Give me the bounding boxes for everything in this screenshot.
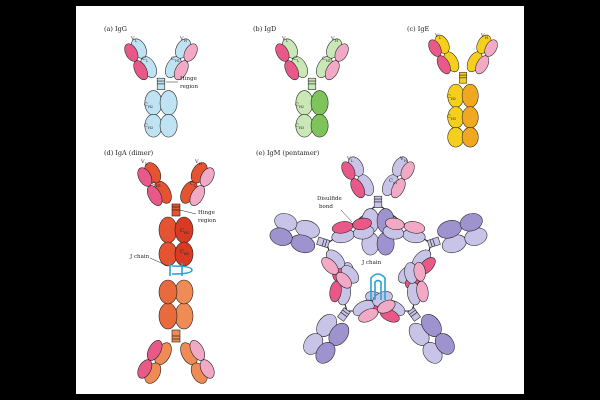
igg-ch3-sub: H3	[148, 126, 153, 130]
iga-ch1-sub: H1	[156, 184, 161, 188]
igm-cm1-sub: μ1	[393, 181, 397, 185]
iga-ch2-sub: H2	[184, 231, 189, 235]
ige-vh-sub: H	[485, 36, 488, 40]
igg-region-label: region	[180, 84, 198, 90]
iga-ch3-sub: H3	[184, 252, 189, 256]
iga-vh-sub: H	[199, 162, 202, 166]
igd-ch3-sub: H3	[299, 126, 304, 130]
igg-vh-sub: H	[184, 39, 187, 43]
ige-ch2-sub: H2	[451, 97, 456, 101]
panel-label-igd: (b) IgD	[253, 25, 276, 33]
igg-ch2-sub: H2	[148, 105, 153, 109]
igm-jchain-label: J chain	[361, 260, 382, 266]
igd-vh-sub: H	[335, 39, 338, 43]
iga-hinge-label: Hinge	[198, 210, 215, 216]
igd-ch1-sub: H1	[326, 59, 331, 63]
igg-hinge-label: Hinge	[180, 76, 197, 82]
igm-vh-sub: H	[404, 159, 407, 163]
igd-ch2-sub: H2	[299, 105, 304, 109]
igm-disulfide-label: Disulfide	[317, 196, 342, 202]
panel-label-ige: (c) IgE	[407, 25, 430, 33]
igg-ch1-sub: H1	[175, 59, 180, 63]
ige-ch3-sub: H3	[451, 117, 456, 121]
panel-label-igm: (e) IgM (pentamer)	[256, 149, 320, 157]
iga-jchain-label: J chain	[129, 254, 150, 260]
iga-region-label: region	[198, 218, 216, 224]
igm-bond-label: bond	[319, 204, 333, 210]
panel-label-igg: (a) IgG	[104, 25, 127, 33]
panel-label-iga: (d) IgA (dimer)	[104, 149, 154, 157]
